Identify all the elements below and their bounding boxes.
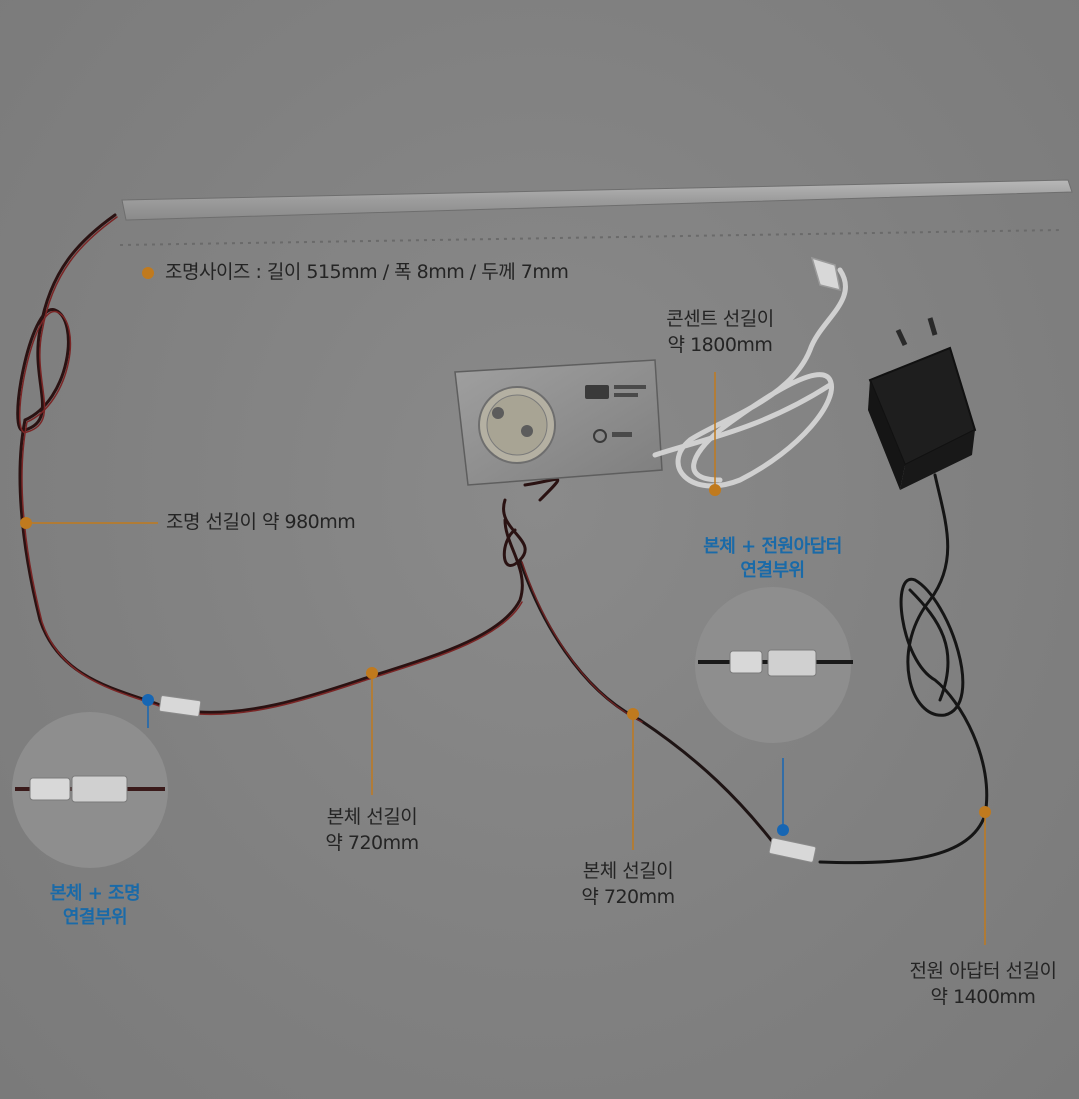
light-cable (16, 213, 777, 847)
leader-lines (20, 267, 991, 945)
outlet-cord (652, 256, 848, 489)
power-adapter (868, 317, 977, 490)
connection-body-light-label: 본체 + 조명 연결부위 (25, 882, 165, 930)
spec-text: 조명사이즈 : 길이 515mm / 폭 8mm / 두께 7mm (165, 261, 569, 283)
zoom-circle-right (695, 587, 853, 743)
connection-body-adapter-label: 본체 + 전원아답터 연결부위 (690, 535, 855, 583)
adapter-cable-line1: 전원 아답터 선길이 (909, 960, 1057, 982)
adapter-cable-marker (979, 806, 991, 818)
body-cable-left-marker (366, 667, 378, 679)
light-cable-label: 조명 선길이 약 980mm (166, 511, 356, 533)
zoom-circle-left (12, 712, 168, 868)
light-cable-marker (20, 517, 32, 529)
connector-right (768, 837, 817, 863)
body-cable-left-label: 본체 선길이 약 720mm (302, 804, 442, 856)
adapter-cable-line2: 약 1400mm (930, 986, 1036, 1008)
outlet-cable-line1: 콘센트 선길이 (666, 308, 774, 330)
connector-left (158, 695, 202, 717)
body-cable-right-label: 본체 선길이 약 720mm (558, 858, 698, 910)
spec-bullet (142, 267, 154, 279)
connection-left-marker (142, 694, 154, 706)
connection-body-light-line2: 연결부위 (62, 907, 128, 928)
body-cable-right-line1: 본체 선길이 (582, 860, 674, 882)
adapter-cable-label: 전원 아답터 선길이 약 1400mm (888, 958, 1078, 1010)
outlet-unit (454, 359, 663, 486)
body-cable-right-marker (627, 708, 639, 720)
outlet-cable-line2: 약 1800mm (667, 334, 773, 356)
outlet-cord-marker (709, 484, 721, 496)
body-cable-left-line1: 본체 선길이 (326, 806, 418, 828)
led-light-bar (121, 179, 1073, 221)
dotted-divider (119, 229, 1061, 246)
body-cable-right-line2: 약 720mm (581, 886, 675, 908)
connection-right-marker (777, 824, 789, 836)
connection-body-adapter-line2: 연결부위 (740, 560, 805, 581)
connection-body-light-line1: 본체 + 조명 (49, 883, 141, 904)
connection-body-adapter-line1: 본체 + 전원아답터 (703, 536, 842, 557)
outlet-cable-label: 콘센트 선길이 약 1800mm (640, 306, 800, 358)
body-cable-left-line2: 약 720mm (325, 832, 419, 854)
adapter-cable (818, 473, 989, 865)
